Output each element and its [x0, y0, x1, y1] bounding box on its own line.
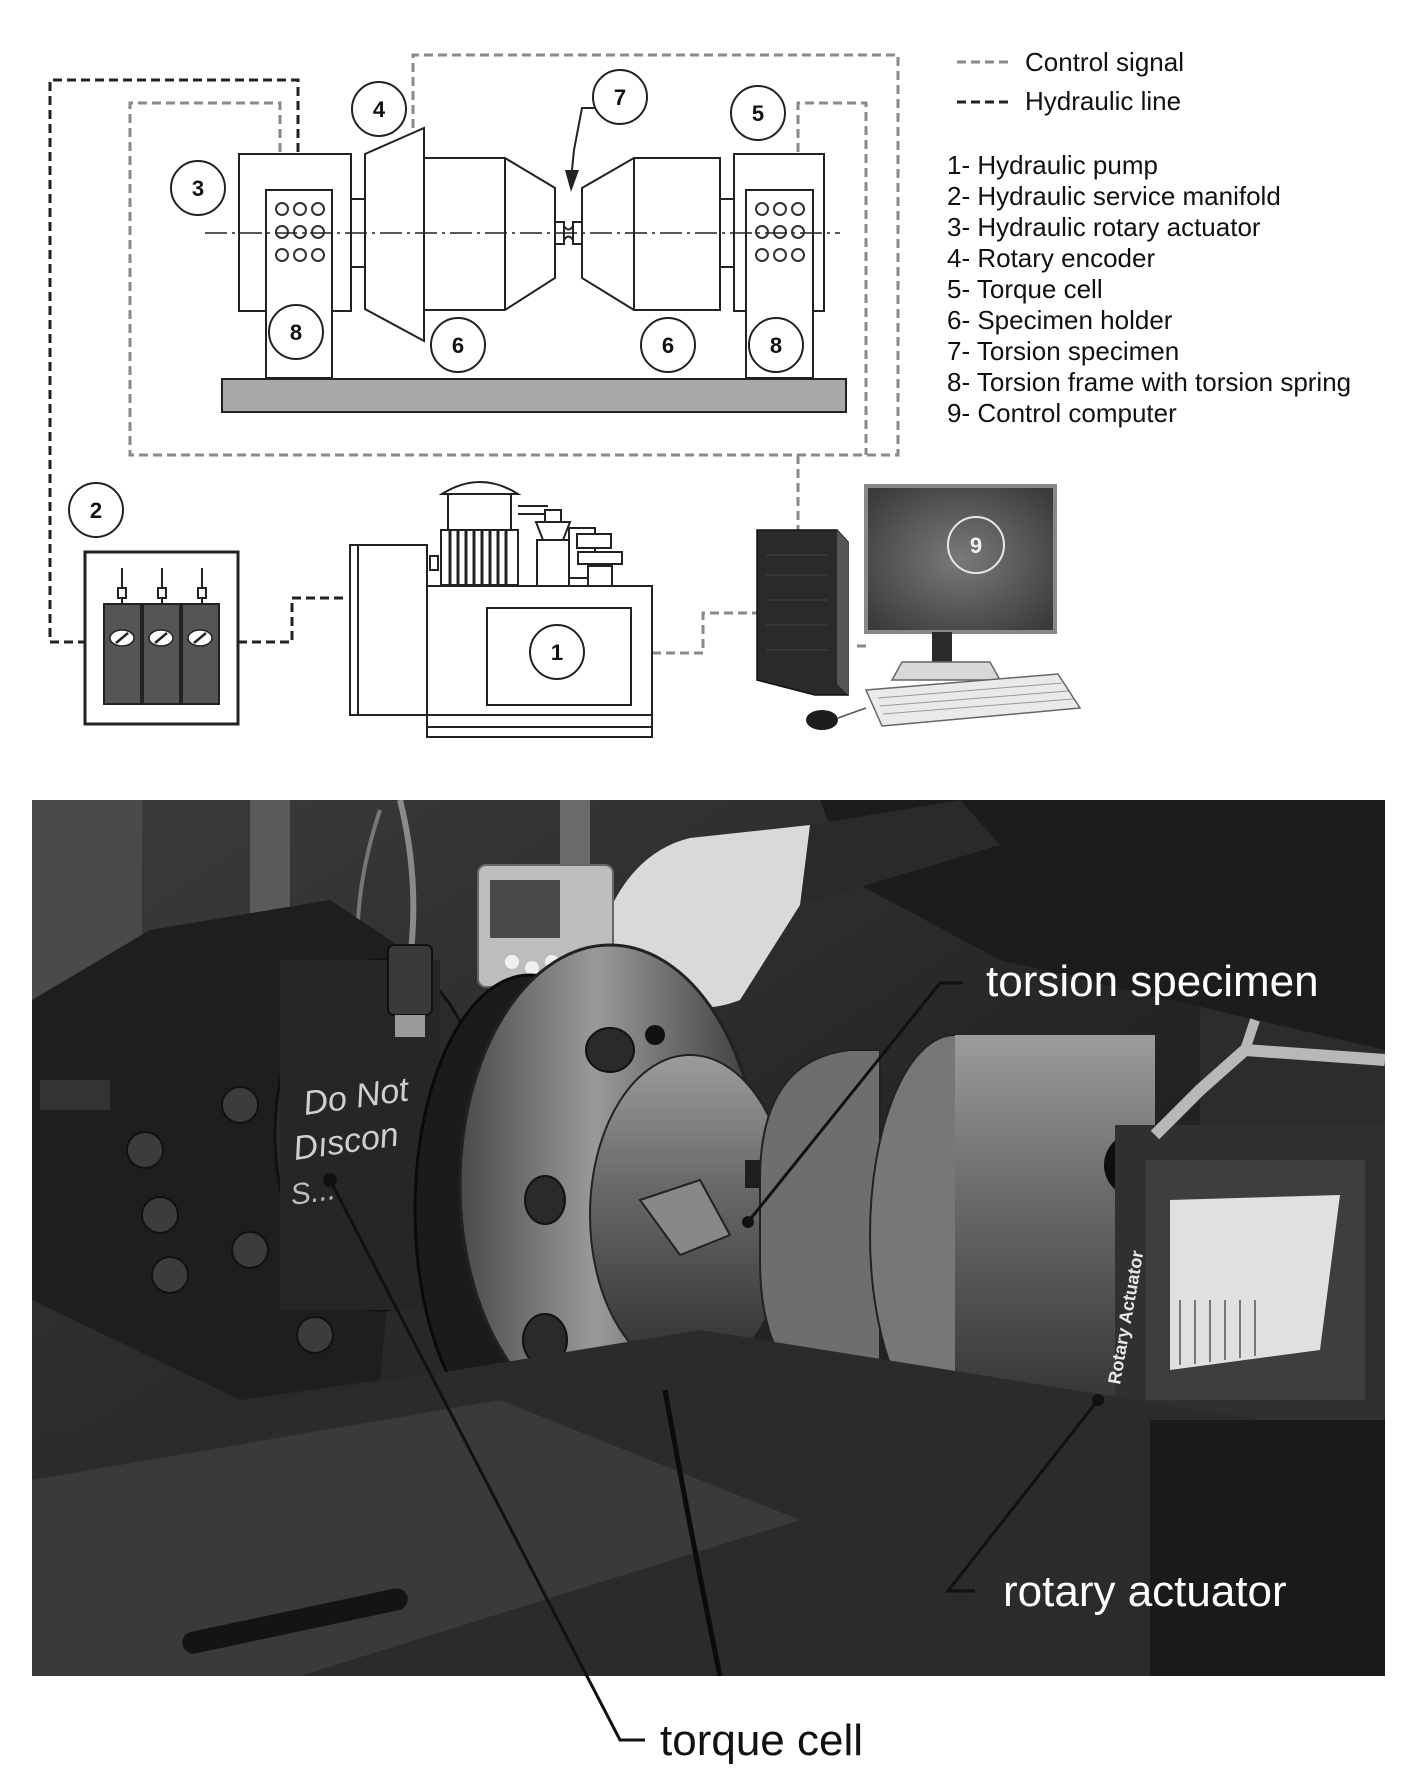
- svg-text:2: 2: [90, 498, 102, 523]
- base-plate: [222, 379, 846, 412]
- component-item: 2- Hydraulic service manifold: [947, 181, 1281, 211]
- torsion-specimen-label: torsion specimen: [986, 957, 1319, 1006]
- right-specimen-holder: [582, 158, 720, 310]
- line-legend: Control signal Hydraulic line: [957, 47, 1184, 116]
- hydraulic-service-manifold: [85, 552, 238, 724]
- specimen-pointer: [565, 108, 598, 192]
- svg-text:8: 8: [770, 333, 782, 358]
- svg-text:4: 4: [373, 97, 386, 122]
- component-list: 1- Hydraulic pump 2- Hydraulic service m…: [947, 150, 1351, 428]
- rotary-actuator-label: rotary actuator: [1003, 1567, 1287, 1616]
- svg-text:5: 5: [752, 101, 764, 126]
- component-item: 5- Torque cell: [947, 274, 1103, 304]
- component-item: 3- Hydraulic rotary actuator: [947, 212, 1261, 242]
- left-specimen-holder: [424, 158, 555, 310]
- hydraulic-pump: [350, 482, 652, 737]
- mouse: [806, 710, 838, 730]
- svg-text:7: 7: [614, 85, 626, 110]
- monitor: [866, 486, 1055, 632]
- component-item: 1- Hydraulic pump: [947, 150, 1158, 180]
- svg-text:8: 8: [290, 320, 302, 345]
- svg-text:3: 3: [192, 176, 204, 201]
- test-rig-photo: Do Not Dıscon S...: [32, 800, 1385, 1765]
- component-item: 8- Torsion frame with torsion spring: [947, 367, 1351, 397]
- component-item: 6- Specimen holder: [947, 305, 1173, 335]
- component-item: 7- Torsion specimen: [947, 336, 1179, 366]
- svg-text:6: 6: [452, 333, 464, 358]
- schematic-diagram: Control signal Hydraulic line 1- Hydraul…: [50, 47, 1351, 737]
- hydraulic-line-legend-label: Hydraulic line: [1025, 86, 1181, 116]
- control-signal-legend-label: Control signal: [1025, 47, 1184, 77]
- component-item: 9- Control computer: [947, 398, 1177, 428]
- torque-cell-label: torque cell: [660, 1716, 863, 1765]
- svg-text:6: 6: [662, 333, 674, 358]
- keyboard: [866, 674, 1080, 726]
- rotary-encoder: [365, 128, 424, 341]
- component-item: 4- Rotary encoder: [947, 243, 1155, 273]
- svg-text:9: 9: [970, 533, 982, 558]
- svg-text:1: 1: [551, 640, 563, 665]
- control-computer: [757, 486, 1080, 730]
